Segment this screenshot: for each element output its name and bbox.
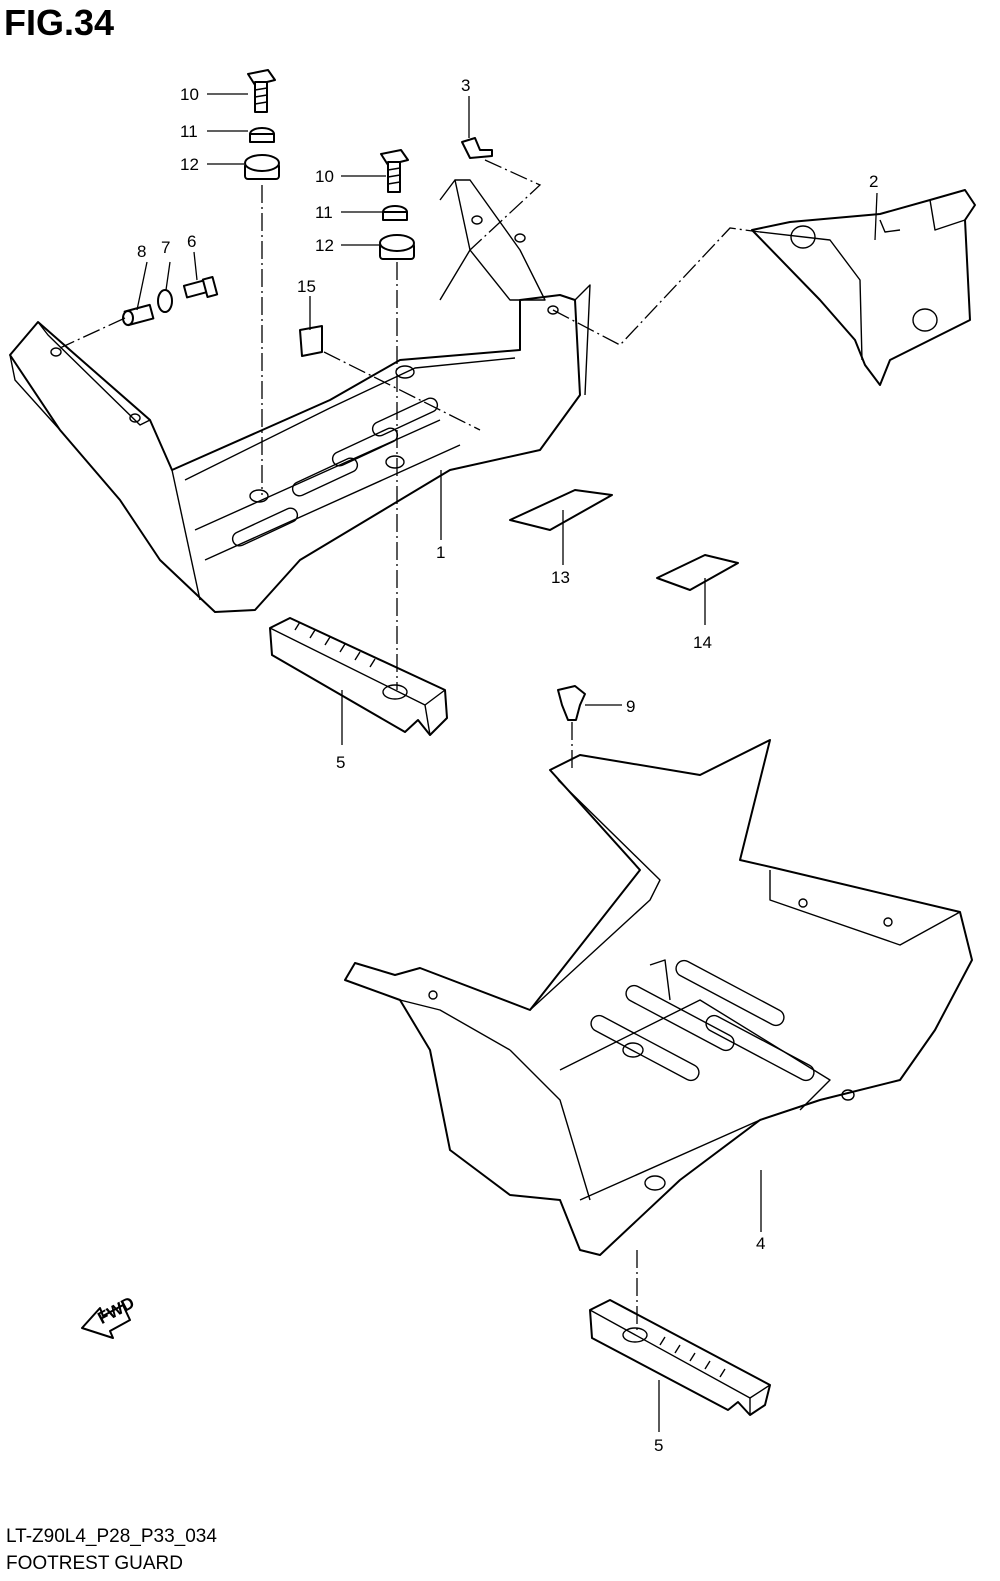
footrest-rubber-upper bbox=[269, 617, 448, 736]
callout-11-lower: 11 bbox=[315, 203, 333, 222]
callout-9: 9 bbox=[626, 697, 635, 716]
callout-12-upper: 12 bbox=[180, 155, 199, 174]
callout-11-upper: 11 bbox=[180, 122, 198, 141]
pad-13 bbox=[509, 489, 613, 531]
fwd-arrow-icon: FWD bbox=[81, 1293, 138, 1339]
collar-11-left bbox=[249, 127, 275, 143]
collar-11-right bbox=[382, 205, 408, 221]
bolt-6 bbox=[182, 276, 219, 299]
footrest-guard-right bbox=[344, 739, 973, 1256]
bolt-10-left bbox=[247, 69, 276, 113]
pad-15 bbox=[299, 325, 323, 357]
pad-14 bbox=[656, 554, 739, 591]
footrest-rubber-lower bbox=[589, 1299, 771, 1416]
callout-3: 3 bbox=[461, 76, 470, 95]
clip-9 bbox=[557, 685, 586, 721]
collar-8 bbox=[122, 303, 155, 327]
callout-8: 8 bbox=[137, 242, 146, 261]
callout-10-lower: 10 bbox=[315, 167, 334, 186]
clip-3 bbox=[461, 137, 493, 159]
callout-4: 4 bbox=[756, 1234, 765, 1253]
diagram-code: LT-Z90L4_P28_P33_034 bbox=[6, 1526, 217, 1547]
callout-7: 7 bbox=[161, 238, 170, 257]
figure-title: FIG.34 bbox=[4, 2, 115, 43]
diagram-caption: FOOTREST GUARD bbox=[6, 1553, 183, 1574]
footrest-guard-left bbox=[9, 179, 591, 613]
callout-2: 2 bbox=[869, 172, 878, 191]
leader-lines bbox=[136, 93, 878, 1432]
assembly-lines bbox=[59, 159, 761, 1330]
callout-1: 1 bbox=[436, 543, 445, 562]
callout-14: 14 bbox=[693, 633, 712, 652]
bolt-10-right bbox=[380, 149, 409, 193]
callout-12-lower: 12 bbox=[315, 236, 334, 255]
washer-7 bbox=[157, 289, 173, 313]
grommet-12-right bbox=[379, 234, 415, 260]
callout-13: 13 bbox=[551, 568, 570, 587]
callout-5-lower: 5 bbox=[654, 1436, 663, 1455]
side-cover-bracket bbox=[751, 189, 976, 386]
callout-5-upper: 5 bbox=[336, 753, 345, 772]
callout-6: 6 bbox=[187, 232, 196, 251]
grommet-12-left bbox=[244, 154, 280, 180]
callout-10-upper: 10 bbox=[180, 85, 199, 104]
callout-15: 15 bbox=[297, 277, 316, 296]
